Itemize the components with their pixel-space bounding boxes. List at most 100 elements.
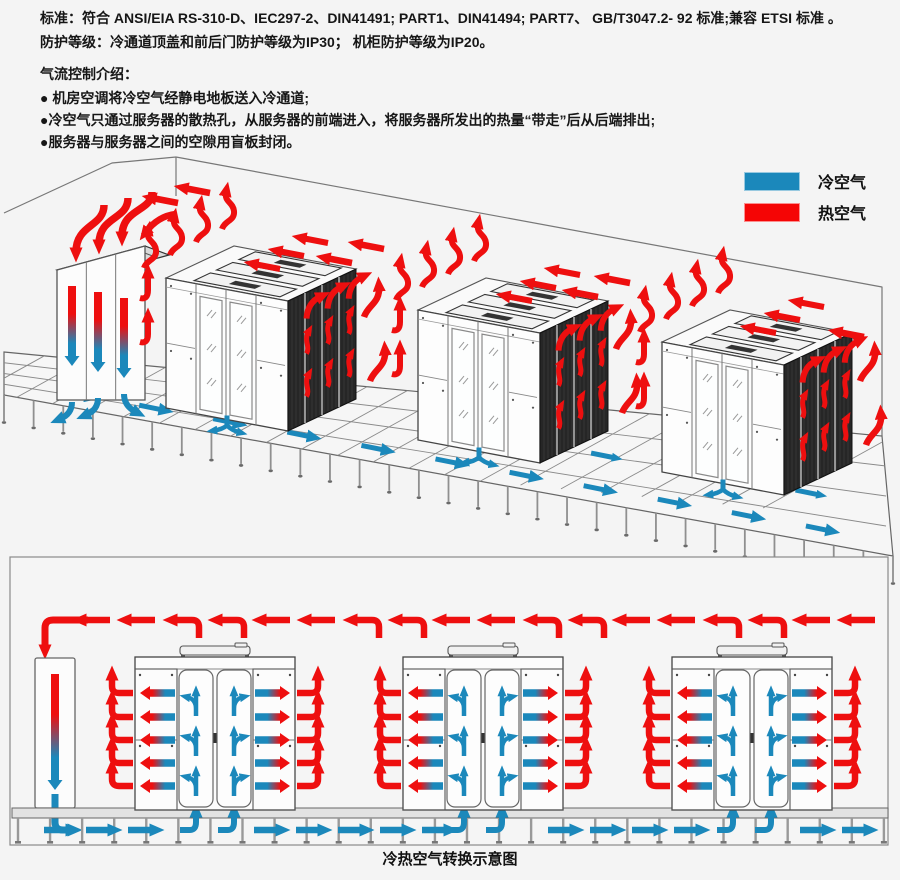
glass-reflection-mark (488, 381, 495, 389)
screw-dot (707, 744, 711, 748)
crac-cooling-gradient-arrow (90, 292, 106, 372)
server-airflow-gradient-arrow (677, 779, 712, 793)
hot-aisle-mesh-side (539, 300, 609, 464)
top-cover-handle (502, 642, 516, 648)
cold-air-outlet-arrow (121, 393, 146, 417)
cold-air-branch-arrow (447, 693, 466, 711)
screw-dot (169, 349, 173, 353)
hot-air-exhaust-arrow (841, 411, 851, 442)
cold-air-branch-arrow (179, 733, 198, 751)
pedestal-foot (335, 841, 342, 844)
pedestal-foot (15, 841, 21, 844)
left-wall-edge (3, 156, 177, 214)
hot-air-exhaust-arrow (554, 399, 565, 430)
glass-reflection-mark (706, 443, 713, 451)
cold-air-riser-arrow (755, 802, 778, 833)
glass-reflection-mark (492, 383, 499, 391)
cold-air-floor-arrow (286, 429, 322, 443)
glass-reflection-mark (210, 379, 217, 387)
server-airflow-gradient-arrow (523, 710, 558, 724)
server-airflow-gradient-arrow (792, 686, 827, 700)
screw-dot (665, 348, 669, 352)
pedestal-foot (209, 458, 214, 462)
pedestal-foot (327, 480, 333, 483)
glass-reflection-mark (732, 379, 739, 387)
screw-dot (421, 381, 425, 385)
glass-reflection-mark (702, 407, 709, 415)
hot-air-rising-arrow (366, 340, 392, 383)
glass-reflection-mark (488, 347, 495, 355)
hot-air-rising-arrow (636, 284, 656, 334)
hot-air-rising-arrow (166, 207, 186, 257)
glass-reflection-mark (206, 377, 213, 385)
pedestal-foot (560, 841, 567, 844)
hot-air-ceiling-arrow (162, 613, 203, 638)
hot-air-ceiling-arrow (787, 296, 825, 310)
crac-cooling-gradient-arrow (47, 674, 63, 790)
glass-reflection-mark (706, 375, 713, 383)
hot-air-rising-arrow (139, 307, 155, 346)
screw-dot (421, 316, 425, 320)
hot-air-ceiling-arrow (347, 238, 385, 253)
floor-grid-line (4, 355, 45, 429)
glass-reflection-mark (462, 343, 469, 351)
rack-cluster-2d (642, 642, 862, 811)
hot-air-arrows (139, 181, 392, 398)
server-airflow-gradient-arrow (255, 779, 290, 793)
hot-air-return-arrow (38, 616, 88, 660)
door-handle (213, 733, 217, 743)
cold-air-outlet-arrow (50, 401, 75, 424)
pedestal-foot (179, 453, 184, 457)
hot-air-exhaust-arrow (576, 346, 586, 377)
screw-dot (531, 341, 535, 344)
server-airflow-gradient-arrow (677, 710, 712, 724)
hot-air-rising-arrow (392, 252, 412, 302)
crac-cooling-gradient-arrow (64, 286, 80, 366)
server-airflow-gradient-arrow (792, 710, 827, 724)
server-airflow-gradient-arrow (408, 779, 443, 793)
pedestal-foot (149, 447, 155, 451)
hot-air-exhaust-arrow (841, 369, 851, 400)
crac-unit-2d (34, 657, 83, 837)
cold-air-floor-arrow (731, 510, 767, 523)
cold-air-branch-arrow (721, 487, 744, 501)
hot-air-rising-arrow (360, 276, 386, 319)
pedestal-foot (79, 841, 86, 844)
server-airflow-gradient-arrow (792, 779, 827, 793)
cluster-front-face (661, 341, 785, 496)
cold-air-branch-arrow (500, 773, 519, 791)
pedestal-foot (61, 431, 66, 435)
cold-air-riser-arrow (218, 802, 241, 833)
glass-reflection-mark (240, 351, 247, 359)
ceiling-hot-air-arrows (38, 613, 875, 660)
legend-item-hot: 热空气 (744, 202, 866, 223)
screw-dot (775, 438, 779, 441)
screw-dot (441, 389, 445, 392)
hot-air-ceiling-arrow (561, 286, 599, 301)
hot-air-exhaust-arrow (303, 292, 331, 319)
server-airflow-gradient-arrow (408, 733, 443, 747)
hot-air-exhaust-arrow (799, 356, 827, 383)
pedestal-foot (399, 841, 406, 844)
cold-air-floor-arrow (360, 443, 396, 456)
pedestal-foot (784, 841, 791, 844)
glass-door (481, 333, 505, 452)
hot-air-rising-arrow (635, 327, 651, 366)
screw-dot (793, 673, 797, 677)
cold-air-branch-arrow (447, 733, 466, 751)
screw-dot (438, 744, 442, 748)
cold-air-branch-arrow (232, 773, 251, 791)
glass-reflection-mark (488, 415, 495, 423)
hot-air-ceiling-arrow (267, 245, 305, 259)
hot-air-rising-arrow (635, 371, 651, 410)
pedestal-foot (720, 841, 727, 844)
screw-dot (259, 366, 263, 370)
cold-air-floor-arrow (435, 456, 470, 470)
cold-air-riser-arrow (180, 802, 203, 833)
plenum-cold-air-arrows (44, 802, 879, 837)
cold-air-branch-arrow (232, 733, 251, 751)
pedestal-foot (528, 841, 535, 844)
cold-air-riser-arrow (717, 802, 740, 833)
pedestal-foot (564, 523, 570, 526)
screw-dot (441, 324, 445, 327)
